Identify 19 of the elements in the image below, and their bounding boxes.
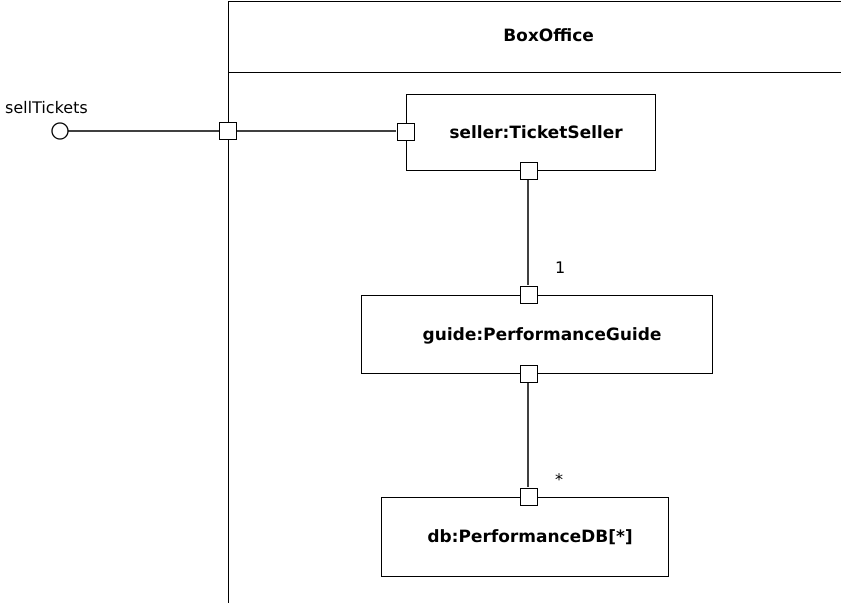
port-square xyxy=(520,162,538,180)
part-box xyxy=(361,295,713,374)
connector-line xyxy=(237,130,396,132)
interface-label: sellTickets xyxy=(5,98,88,117)
multiplicity-label: 1 xyxy=(555,258,566,277)
part-label: db:PerformanceDB[*] xyxy=(426,527,633,547)
connector-line xyxy=(527,382,529,487)
component-frame xyxy=(228,1,841,603)
multiplicity-label: * xyxy=(555,470,563,489)
port-square xyxy=(397,123,415,141)
part-box xyxy=(381,497,669,577)
part-label: guide:PerformanceGuide xyxy=(422,324,662,344)
port-square xyxy=(520,365,538,383)
frame-title: BoxOffice xyxy=(503,26,594,46)
connector-line xyxy=(527,179,529,285)
connector-line xyxy=(68,130,219,132)
part-box xyxy=(406,94,656,171)
port-square xyxy=(219,122,237,140)
part-label: seller:TicketSeller xyxy=(448,122,623,142)
